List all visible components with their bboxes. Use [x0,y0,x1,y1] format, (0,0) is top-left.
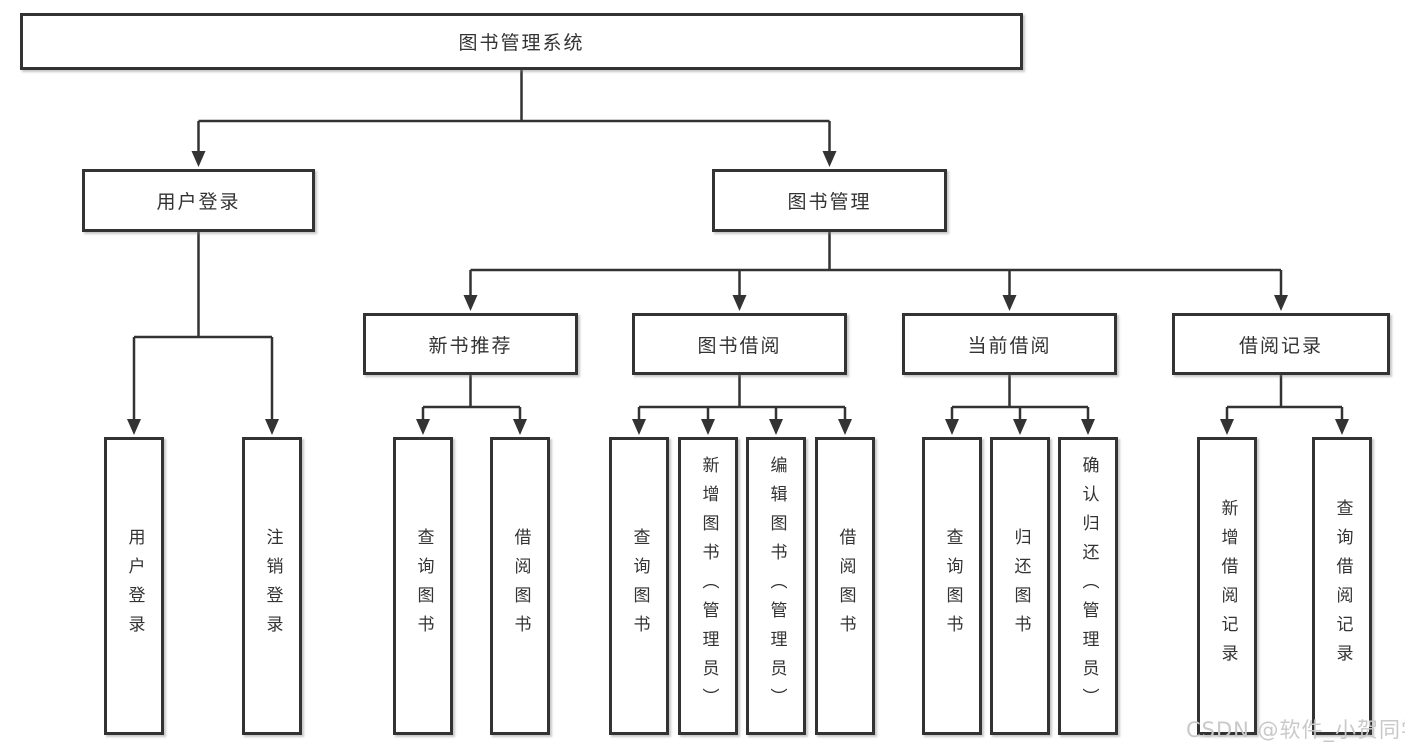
node-new-book-recommend: 新书推荐 [363,313,578,375]
leaf-br-query-record: 查询借阅记录 [1312,437,1372,735]
leaf-bb-query-books: 查询图书 [609,437,669,735]
node-root-label: 图书管理系统 [458,32,585,54]
leaf-user-login-label: 用户登录 [124,528,145,644]
leaf-nb-query-books: 查询图书 [393,437,453,735]
leaf-br-query-record-label: 查询借阅记录 [1332,499,1353,673]
leaf-cb-confirm-return: 确认归还（管理员） [1058,437,1118,735]
leaf-nb-query-books-label: 查询图书 [413,528,434,644]
node-book-borrow-label: 图书借阅 [697,334,782,357]
node-borrow-records-label: 借阅记录 [1238,334,1323,357]
node-new-book-recommend-label: 新书推荐 [428,334,513,357]
node-user-login-label: 用户登录 [156,191,241,213]
leaf-bb-borrow-books: 借阅图书 [815,437,875,735]
node-user-login: 用户登录 [82,169,315,232]
leaf-logout-label: 注销登录 [262,528,283,644]
node-current-borrow: 当前借阅 [902,313,1117,375]
leaf-cb-query-books: 查询图书 [922,437,982,735]
connector-elbows [132,70,1344,421]
watermark: CSDN @软件_小贺同学 [1186,718,1405,742]
node-borrow-records: 借阅记录 [1172,313,1390,375]
leaf-bb-edit-books-label: 编辑图书（管理员） [766,455,787,717]
leaf-br-add-record-label: 新增借阅记录 [1217,499,1238,673]
leaf-bb-borrow-books-label: 借阅图书 [835,528,856,644]
leaf-cb-confirm-return-label: 确认归还（管理员） [1078,455,1099,717]
node-root: 图书管理系统 [20,13,1023,70]
leaf-nb-borrow-books-label: 借阅图书 [510,528,531,644]
arrowheads [127,151,1349,435]
node-book-borrow: 图书借阅 [632,313,847,375]
leaf-user-login: 用户登录 [104,437,164,735]
leaf-cb-return-books: 归还图书 [990,437,1050,735]
node-book-management-label: 图书管理 [787,191,872,213]
node-book-management: 图书管理 [712,169,947,232]
leaf-bb-add-books-label: 新增图书（管理员） [698,455,719,717]
leaf-nb-borrow-books: 借阅图书 [490,437,550,735]
leaf-br-add-record: 新增借阅记录 [1197,437,1257,735]
leaf-cb-return-books-label: 归还图书 [1010,528,1031,644]
leaf-logout: 注销登录 [242,437,302,735]
node-current-borrow-label: 当前借阅 [967,334,1052,357]
leaf-bb-edit-books: 编辑图书（管理员） [746,437,806,735]
leaf-bb-query-books-label: 查询图书 [629,528,650,644]
leaf-bb-add-books: 新增图书（管理员） [678,437,738,735]
leaf-cb-query-books-label: 查询图书 [942,528,963,644]
